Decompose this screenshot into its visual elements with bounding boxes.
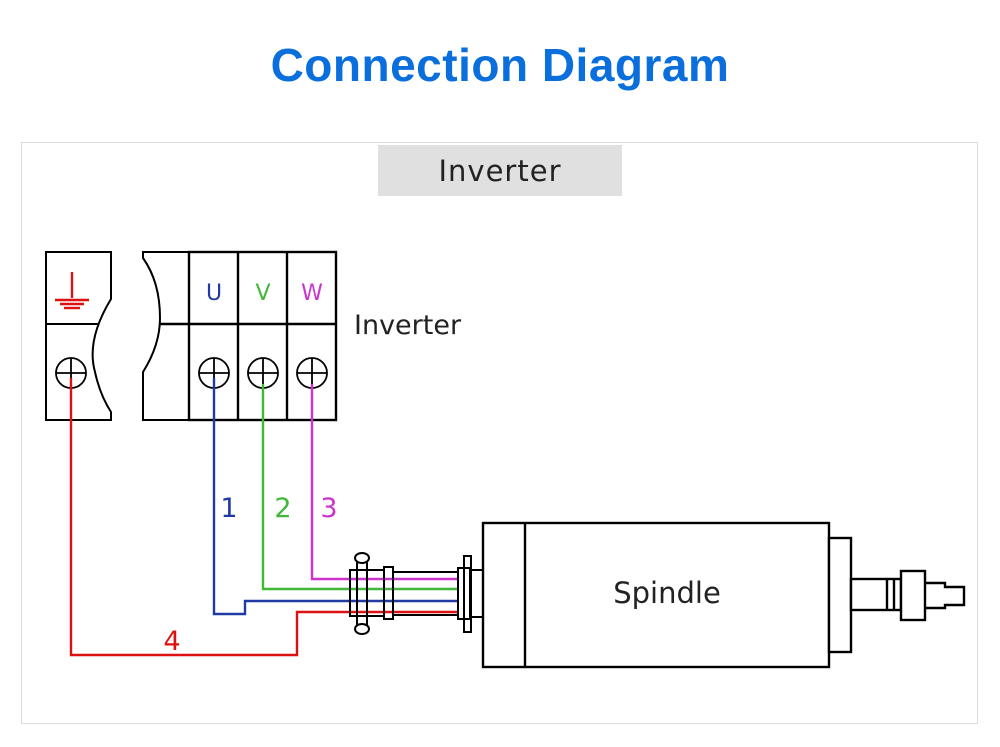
wire-number-1: 1 <box>220 493 237 524</box>
wire-1-u <box>212 378 458 616</box>
diagram-frame <box>21 142 978 724</box>
terminal-screw-w-icon <box>296 357 328 389</box>
terminal-label-v: V <box>255 281 270 306</box>
wire-3-w <box>310 384 458 581</box>
spindle-body <box>481 521 966 669</box>
inverter-side-label: Inverter <box>354 310 462 341</box>
page-title: Connection Diagram <box>270 39 730 91</box>
terminal-label-u: U <box>206 281 222 306</box>
cable-connector <box>349 552 483 635</box>
ground-icon <box>55 272 89 310</box>
inverter-header-label: Inverter <box>378 145 622 196</box>
terminal-label-w: W <box>301 281 323 306</box>
wire-number-2: 2 <box>274 493 291 524</box>
wire-number-3: 3 <box>320 493 337 524</box>
spindle-label: Spindle <box>613 576 721 610</box>
wire-number-4: 4 <box>163 626 180 657</box>
terminal-screw-v-icon <box>247 357 279 389</box>
ground-terminal-block <box>45 251 112 421</box>
uvw-terminal-block <box>142 250 338 422</box>
